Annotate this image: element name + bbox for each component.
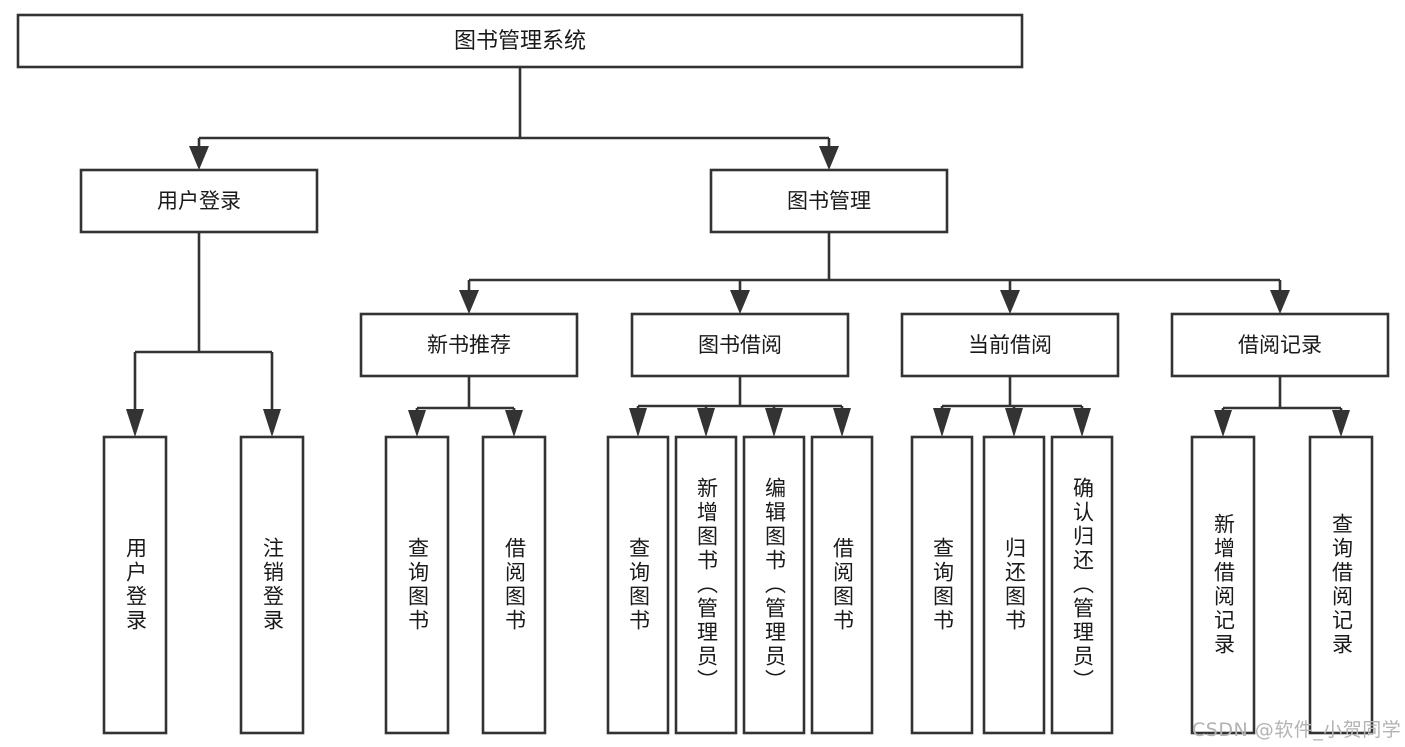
arrow-bm-to-current-borrow [1000,290,1020,314]
arrow-br-to-query [1332,410,1350,437]
edge-group-book-manage [459,232,1290,314]
arrow-bm-to-new-book-rec [459,290,479,314]
node-new-book-rec-rect[interactable] [359,312,579,378]
node-leaf-edit-book-rect[interactable] [742,435,806,735]
node-user-login[interactable]: 用户登录 [79,168,319,234]
arrow-root-to-book-manage [819,146,839,170]
node-current-borrow-rect[interactable] [900,312,1120,378]
node-new-book-rec[interactable]: 新书推荐 [359,312,579,378]
arrow-bm-to-book-borrow [730,290,750,314]
node-book-manage-rect[interactable] [709,168,949,234]
edge-group-root [189,67,839,170]
node-borrow-record-rect[interactable] [1170,312,1390,378]
watermark-text: CSDN @软件_小贺同学 [1192,719,1402,741]
arrow-ul-to-leaf-user-login [126,409,144,437]
node-leaf-query-record-rect[interactable] [1308,435,1374,735]
arrow-nbr-to-borrow [505,410,523,437]
edge-group-book-borrow [629,376,851,437]
node-user-login-label: 用户登录 [157,189,241,213]
arrow-bb-to-edit [765,408,783,437]
arrow-cb-to-return [1005,408,1023,437]
node-root[interactable]: 图书管理系统 [16,13,1024,69]
node-leaf-query-book-rec-rect[interactable] [384,435,450,735]
node-user-login-rect[interactable] [79,168,319,234]
arrow-nbr-to-query [408,410,426,437]
arrow-bb-to-add [697,408,715,437]
edge-group-current-borrow [933,376,1091,437]
node-current-borrow[interactable]: 当前借阅 [900,312,1120,378]
node-book-borrow-rect[interactable] [630,312,850,378]
node-leaf-add-book-rect[interactable] [674,435,738,735]
arrow-bm-to-borrow-record [1270,290,1290,314]
edge-group-new-book-rec [408,376,523,437]
node-leaf-query-book-cur-rect[interactable] [910,435,974,735]
arrow-ul-to-leaf-user-logout [263,409,281,437]
arrow-bb-to-borrow [833,408,851,437]
node-book-borrow[interactable]: 图书借阅 [630,312,850,378]
node-leaf-borrow-book-bor-rect[interactable] [810,435,874,735]
node-leaf-query-book-bor-rect[interactable] [606,435,670,735]
node-leaf-confirm-return-rect[interactable] [1050,435,1114,735]
edge-group-borrow-record [1214,376,1350,437]
node-book-manage-label: 图书管理 [787,189,871,213]
edge-group-user-login [126,232,281,437]
arrow-cb-to-query [933,408,951,437]
arrow-root-to-user-login [189,146,209,170]
node-new-book-rec-label: 新书推荐 [427,333,511,357]
arrow-cb-to-confirm [1073,408,1091,437]
node-current-borrow-label: 当前借阅 [968,333,1052,357]
node-borrow-record[interactable]: 借阅记录 [1170,312,1390,378]
node-leaf-borrow-book-rec-rect[interactable] [481,435,547,735]
node-root-rect[interactable] [16,13,1024,69]
node-root-label: 图书管理系统 [454,29,586,54]
node-leaf-user-logout-rect[interactable] [239,435,305,735]
node-book-borrow-label: 图书借阅 [698,333,782,357]
arrow-bb-to-query [629,408,647,437]
arrow-br-to-add [1214,410,1232,437]
node-leaf-user-login-rect[interactable] [102,435,168,735]
node-borrow-record-label: 借阅记录 [1238,333,1322,357]
node-book-manage[interactable]: 图书管理 [709,168,949,234]
node-leaf-add-record-rect[interactable] [1190,435,1256,735]
node-leaf-return-book-rect[interactable] [982,435,1046,735]
